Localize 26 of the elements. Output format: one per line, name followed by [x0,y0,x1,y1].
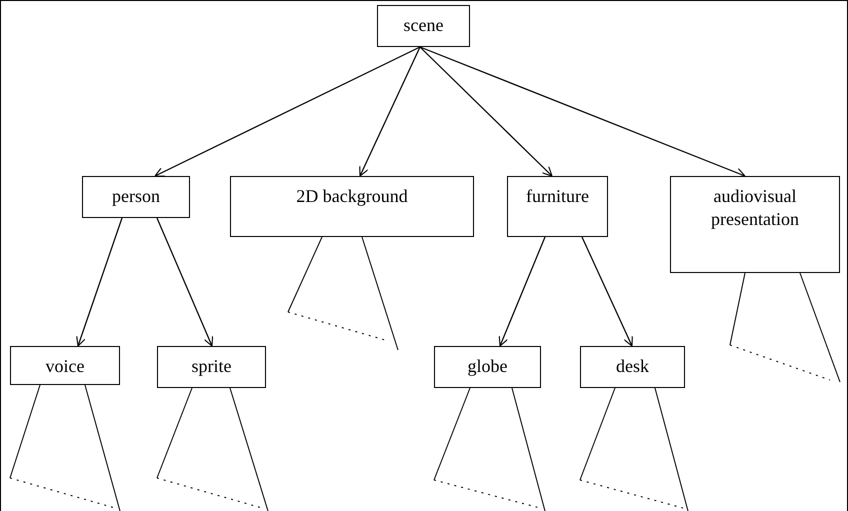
node-label: desk [615,355,650,378]
node-label: sprite [190,355,232,378]
node-label: audiovisual presentation [710,185,800,232]
arrow [498,236,546,347]
tree-node-box [377,5,470,47]
node-label: voice [44,355,86,378]
tree-node-box [10,346,120,385]
tree-node-box [580,346,685,388]
tree-node-box [434,346,541,388]
arrow [154,46,420,177]
node-label: furniture [525,185,590,208]
tree-node-box [507,176,608,237]
node-label: person [111,185,161,208]
node-label: globe [466,355,508,378]
tree-node-box [670,176,840,273]
arrow [76,218,123,347]
tree-node-box [157,346,266,388]
node-label: 2D background [295,185,409,208]
arrow [581,236,633,347]
arrow [420,46,746,178]
arrow [420,46,553,177]
tree-node-box [230,176,474,237]
arrow [359,46,421,177]
arrow [156,218,214,347]
tree-node-box [82,176,190,218]
node-label: scene [402,14,444,37]
